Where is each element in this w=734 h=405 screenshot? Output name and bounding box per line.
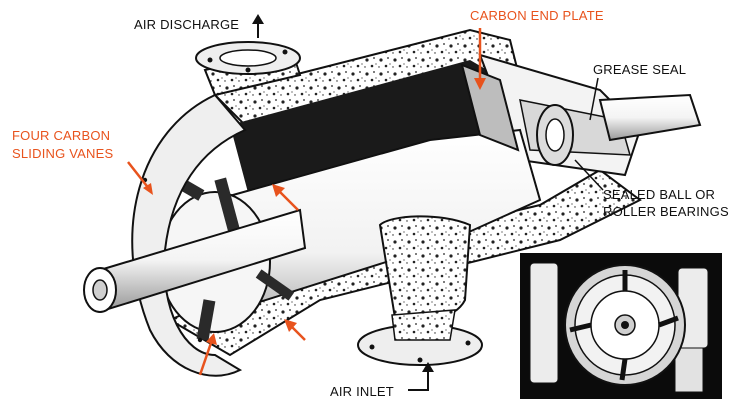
label-sealed-ball-line1: SEALED BALL OR bbox=[603, 187, 715, 202]
label-four-carbon-line1: FOUR CARBON bbox=[12, 128, 110, 143]
label-air-discharge: AIR DISCHARGE bbox=[134, 17, 239, 32]
inlet-flange bbox=[357, 215, 483, 366]
bearing bbox=[536, 104, 574, 166]
label-air-inlet: AIR INLET bbox=[330, 384, 394, 399]
leaders bbox=[127, 14, 604, 391]
discharge-flange bbox=[195, 41, 302, 97]
label-carbon-end-plate: CARBON END PLATE bbox=[470, 8, 604, 23]
vane-bottom bbox=[196, 299, 216, 341]
carbon-end-plate bbox=[460, 63, 520, 152]
vane-right bbox=[255, 269, 295, 301]
arrow-bend-icon bbox=[408, 370, 429, 391]
shaft bbox=[83, 93, 702, 313]
inset-cross-section bbox=[520, 253, 722, 399]
label-sealed-ball-line2: ROLLER BEARINGS bbox=[603, 204, 729, 219]
label-four-carbon-line2: SLIDING VANES bbox=[12, 146, 113, 161]
label-grease-seal: GREASE SEAL bbox=[593, 62, 686, 77]
vane-top bbox=[214, 177, 242, 239]
